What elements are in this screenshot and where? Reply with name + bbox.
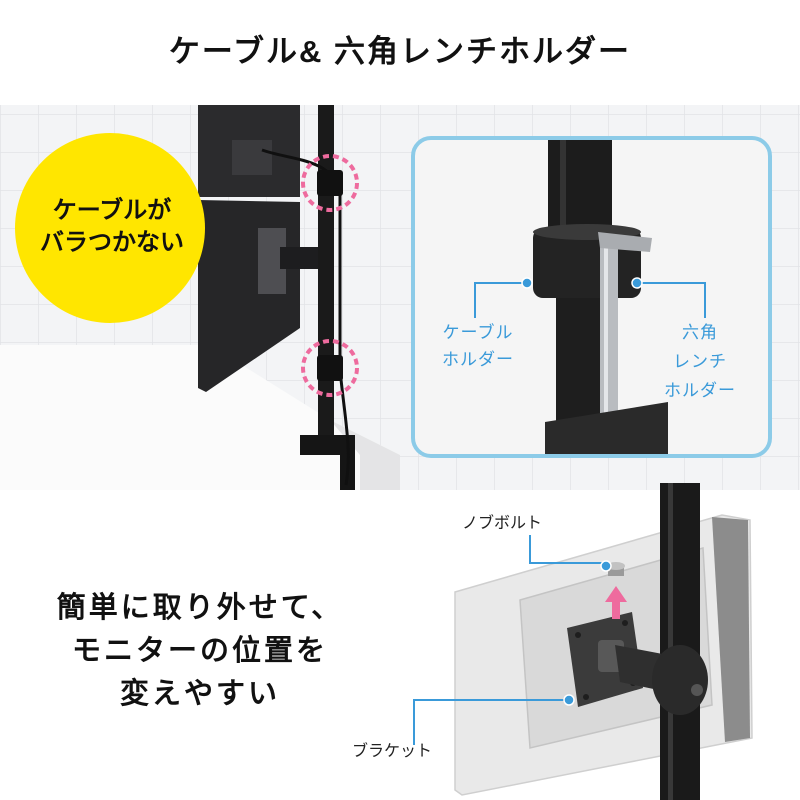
- callout-dot-bracket: [563, 694, 575, 706]
- pole-lower-highlight: [668, 483, 673, 800]
- feature-line-2: モニターの位置を: [72, 633, 328, 667]
- callout-line-wrench-holder: [637, 282, 706, 318]
- bracket-label: ブラケット: [352, 741, 432, 760]
- inset-pole-upper: [548, 140, 612, 238]
- hex-wrench-shine: [604, 245, 608, 433]
- wrench-holder-label-1: 六角: [682, 323, 718, 342]
- pole-clamp: [652, 645, 708, 715]
- cable-holder-lower: [317, 355, 343, 381]
- inset-closeup: ケーブル ホルダー 六角 レンチ ホルダー: [411, 136, 772, 458]
- title-band: [0, 0, 800, 105]
- inset-pole-highlight: [560, 140, 566, 238]
- knob-bolt: [608, 566, 624, 576]
- highlight-circle-lower: [301, 339, 359, 397]
- pole-lower: [660, 483, 700, 800]
- cable: [261, 148, 350, 486]
- inset-mount-base: [545, 402, 668, 454]
- monitor-bezel-edge: [712, 517, 750, 742]
- clamp-screw: [691, 684, 703, 696]
- wing-screw: [598, 232, 652, 252]
- page-title: ケーブル& 六角レンチホルダー: [169, 34, 631, 69]
- highlight-circle-upper: [301, 154, 359, 212]
- badge-line-2: バラつかない: [40, 229, 184, 256]
- bracket-hole: [583, 694, 589, 700]
- yellow-badge: [15, 133, 205, 323]
- inset-pole-lower: [556, 292, 608, 432]
- callout-line-cable-holder: [474, 282, 527, 318]
- top-monitor-detail: [232, 140, 272, 175]
- cable-holder-label-1: ケーブル: [443, 322, 514, 342]
- callout-dot-wrench-holder: [631, 277, 643, 289]
- callout-dot-cable-holder: [521, 277, 533, 289]
- wrench-holder-label-2: レンチ: [673, 352, 727, 371]
- callout-dot-knob-bolt: [600, 560, 612, 572]
- bracket-hole: [622, 620, 628, 626]
- feature-line-3: 変えやすい: [120, 676, 280, 710]
- wrench-holder-label-3: ホルダー: [664, 381, 736, 400]
- badge-line-1: ケーブルが: [53, 196, 172, 224]
- cable-holder-label-2: ホルダー: [442, 350, 514, 369]
- hex-wrench: [600, 245, 618, 433]
- knob-bolt-label: ノブボルト: [462, 513, 542, 532]
- bracket-hole: [575, 632, 581, 638]
- callout-line-bracket: [413, 699, 566, 745]
- monitor-arm: [280, 247, 330, 269]
- arrow-up-stem: [612, 601, 620, 619]
- callout-line-knob-bolt: [529, 535, 603, 564]
- monitor-back-illustration: ノブボルト ブラケット: [352, 483, 753, 800]
- upper-photo: ケーブルが バラつかない ケーブル ホルダー 六角 レンチ: [0, 105, 800, 490]
- arrow-up-icon: [605, 586, 627, 602]
- feature-line-1: 簡単に取り外せて、: [57, 590, 344, 624]
- knob-bolt-head: [607, 562, 625, 570]
- cable-holder-upper: [317, 170, 343, 196]
